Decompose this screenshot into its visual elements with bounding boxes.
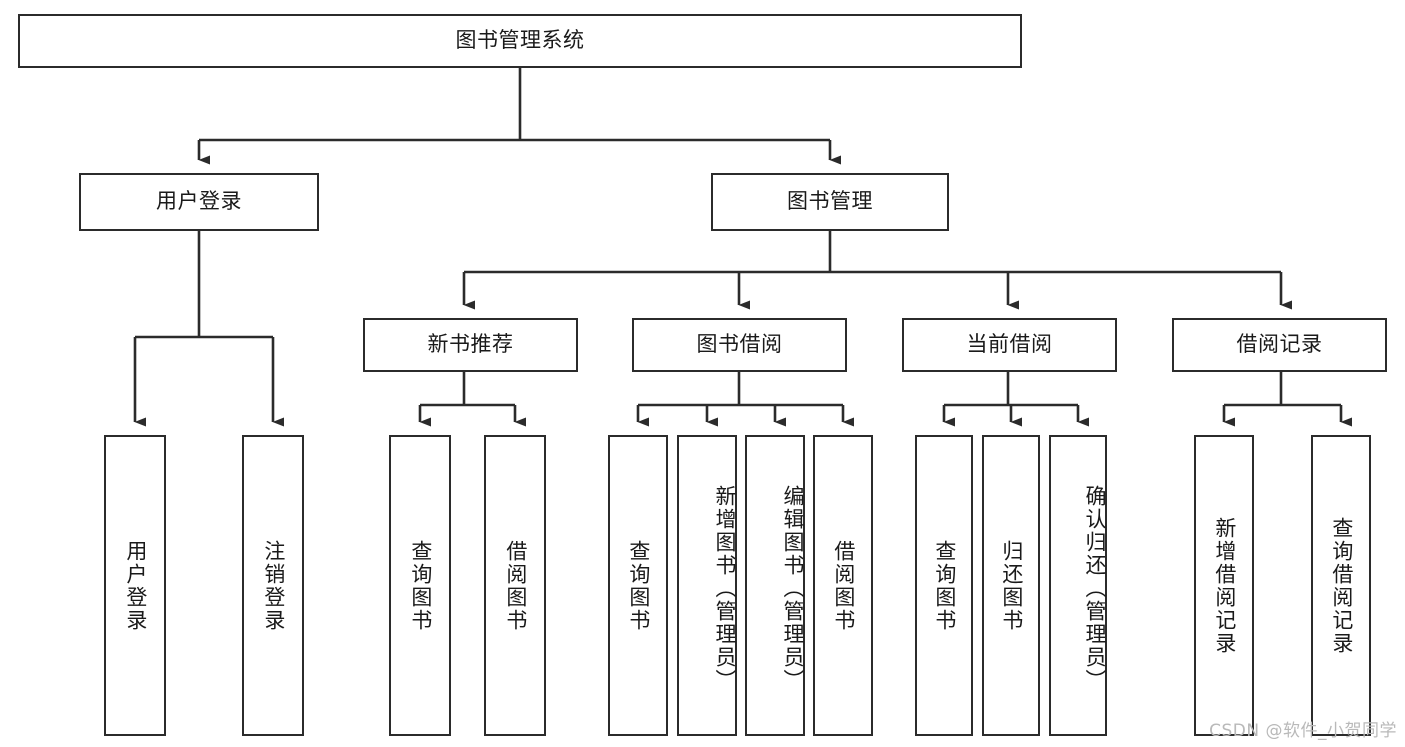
node-leaf-return-book[interactable] (982, 435, 1040, 736)
node-leaf-query-book-borrow[interactable] (608, 435, 668, 736)
edges-current-borrow (942, 372, 1089, 427)
node-leaf-confirm-return[interactable] (1049, 435, 1107, 736)
node-book-management[interactable] (711, 173, 949, 231)
edges-book-management (462, 231, 1292, 310)
node-new-book-recommend[interactable] (363, 318, 578, 372)
node-leaf-query-borrow-record[interactable] (1311, 435, 1371, 736)
node-current-borrow[interactable] (902, 318, 1117, 372)
node-borrow-record[interactable] (1172, 318, 1387, 372)
node-leaf-borrow-book-recommend[interactable] (484, 435, 546, 736)
node-leaf-add-borrow-record[interactable] (1194, 435, 1254, 736)
edges-book-borrow (636, 372, 854, 427)
node-leaf-user-login[interactable] (104, 435, 166, 736)
node-leaf-borrow-book[interactable] (813, 435, 873, 736)
edges-borrow-record (1222, 372, 1352, 427)
node-leaf-query-book-recommend[interactable] (389, 435, 451, 736)
edges-root (197, 68, 841, 165)
edges-user-login (133, 231, 284, 427)
node-leaf-logout[interactable] (242, 435, 304, 736)
node-leaf-add-book[interactable] (677, 435, 737, 736)
node-root[interactable] (18, 14, 1022, 68)
edges-new-book-recommend (418, 372, 526, 427)
node-book-borrow[interactable] (632, 318, 847, 372)
node-leaf-query-book-current[interactable] (915, 435, 973, 736)
node-leaf-edit-book[interactable] (745, 435, 805, 736)
node-user-login[interactable] (79, 173, 319, 231)
